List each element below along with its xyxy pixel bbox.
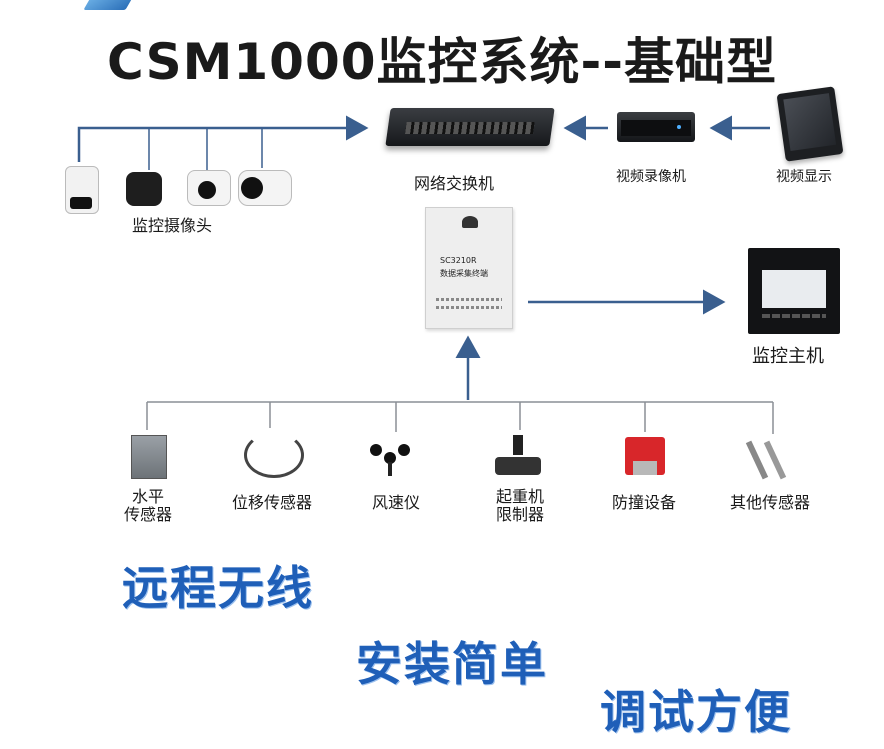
host-label: 监控主机 [752, 346, 824, 367]
sensor-label: 位移传感器 [232, 493, 313, 512]
monitoring-host-image [748, 248, 840, 334]
slogan-easy-install: 安装简单 [356, 637, 548, 691]
sensor-label: 风速仪 [372, 493, 421, 512]
terminal-name: 数据采集终端 [440, 269, 488, 278]
camera-icon [65, 166, 99, 214]
other-sensors-icon [745, 440, 788, 480]
camera-to-switch-arrow [77, 115, 369, 162]
crane-limiter-icon [495, 435, 541, 479]
sensor-label: 防撞设备 [612, 493, 677, 512]
video-recorder-image [617, 112, 695, 142]
camera-icon [187, 170, 231, 206]
level-sensor-icon [131, 435, 167, 479]
display-label: 视频显示 [776, 169, 832, 185]
video-display-image [776, 86, 844, 162]
anti-collision-device-icon [625, 437, 665, 475]
switch-label: 网络交换机 [414, 174, 495, 193]
terminal-model: SC3210R [440, 256, 477, 265]
camera-icon [126, 172, 162, 206]
slogan-remote-wireless: 远程无线 [122, 561, 314, 615]
sensor-label: 其他传感器 [730, 493, 811, 512]
diagram-title: CSM1000监控系统--基础型 [106, 33, 778, 91]
sensor-label: 起重机限制器 [495, 487, 544, 524]
slogan-easy-debug: 调试方便 [600, 685, 792, 739]
nvr-label: 视频录像机 [616, 169, 686, 185]
connection-lines [77, 115, 774, 434]
camera-icon [238, 170, 292, 206]
network-switch-image [385, 108, 555, 146]
displacement-sensor-icon [244, 432, 304, 478]
sensor-label: 水平传感器 [123, 487, 172, 524]
cameras-label: 监控摄像头 [132, 216, 213, 235]
system-diagram: CSM1000监控系统--基础型 网络交换机 视频录像机 视频显示 [65, 0, 844, 524]
anemometer-icon [370, 438, 410, 476]
data-acquisition-terminal-image: SC3210R 数据采集终端 [425, 207, 513, 329]
terminal-logo-icon [462, 216, 478, 228]
